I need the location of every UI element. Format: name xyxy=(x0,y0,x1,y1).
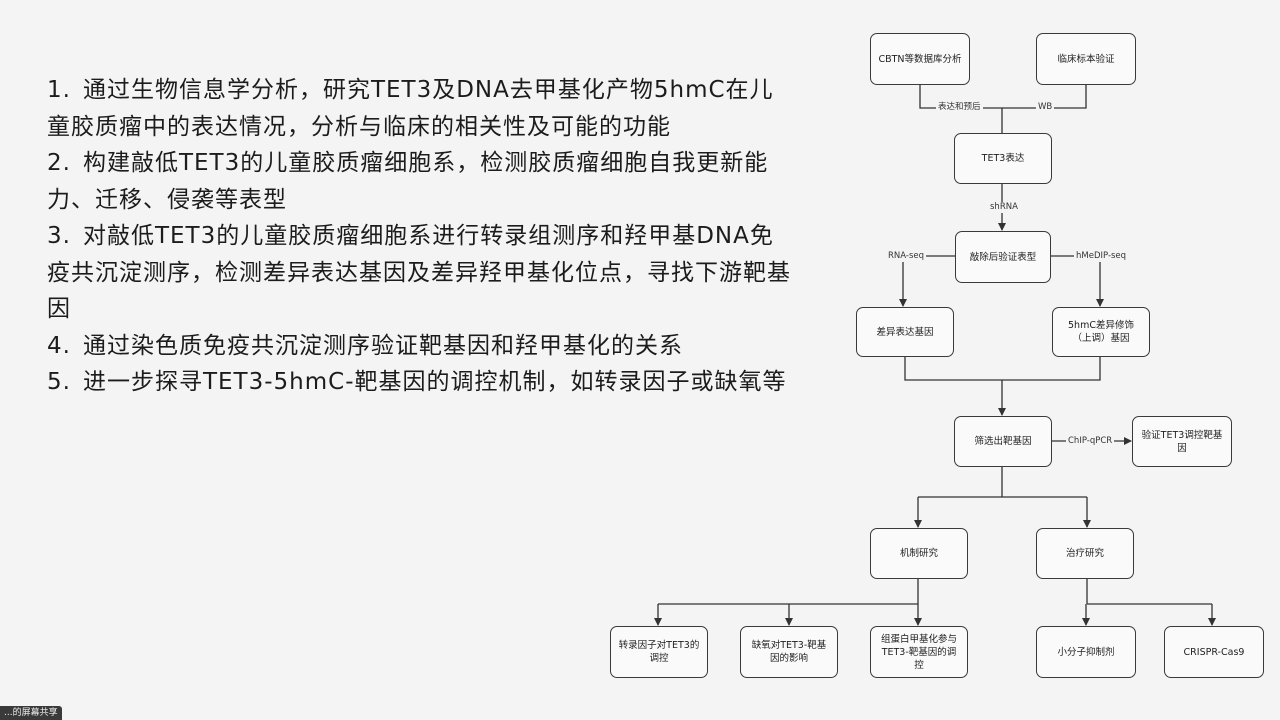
node-tet3-expression: TET3表达 xyxy=(954,133,1052,184)
plan-item-text: 对敲低TET3的儿童胶质瘤细胞系进行转录组测序和羟甲基DNA免疫共沉淀测序，检测… xyxy=(47,223,791,322)
plan-item-text: 构建敲低TET3的儿童胶质瘤细胞系，检测胶质瘤细胞自我更新能力、迁移、侵袭等表型 xyxy=(47,150,769,213)
node-small-molecule-inhibitor: 小分子抑制剂 xyxy=(1036,626,1136,678)
plan-item-number: 1 xyxy=(47,77,63,103)
node-cbtn-analysis: CBTN等数据库分析 xyxy=(870,33,970,85)
edge-label-wb: WB xyxy=(1036,102,1055,113)
plan-item-number: 3 xyxy=(47,223,63,249)
edge-label-chip-qpcr: ChIP-qPCR xyxy=(1066,436,1115,447)
node-clinical-validation: 临床标本验证 xyxy=(1036,33,1136,85)
edge-label-hmedip: hMeDIP-seq xyxy=(1074,251,1129,262)
node-knockdown-phenotype: 敲除后验证表型 xyxy=(955,231,1051,283)
plan-item-text: 进一步探寻TET3-5hmC-靶基因的调控机制，如转录因子或缺氧等 xyxy=(82,369,787,395)
plan-item-3: 3.对敲低TET3的儿童胶质瘤细胞系进行转录组测序和羟甲基DNA免疫共沉淀测序，… xyxy=(47,223,791,322)
node-crispr: CRISPR-Cas9 xyxy=(1164,626,1264,678)
screen-share-tag: ...的屏幕共享 xyxy=(0,706,62,720)
node-verify-tet3-regulation: 验证TET3调控靶基因 xyxy=(1132,416,1232,467)
plan-item-text: 通过生物信息学分析，研究TET3及DNA去甲基化产物5hmC在儿童胶质瘤中的表达… xyxy=(47,77,774,140)
plan-item-number: 2 xyxy=(47,150,63,176)
edge-label-expression-prognosis: 表达和预后 xyxy=(936,102,983,113)
edge-label-rnaseq: RNA-seq xyxy=(886,251,927,262)
plan-item-5: 5.进一步探寻TET3-5hmC-靶基因的调控机制，如转录因子或缺氧等 xyxy=(47,369,787,395)
edge-label-shrna: shRNA xyxy=(988,202,1020,213)
plan-item-number: 4 xyxy=(47,332,63,359)
node-screen-target-genes: 筛选出靶基因 xyxy=(954,416,1052,467)
plan-item-number: 5 xyxy=(47,369,63,395)
node-differential-genes: 差异表达基因 xyxy=(856,307,954,357)
node-transcription-factor: 转录因子对TET3的调控 xyxy=(610,626,708,678)
node-therapy-study: 治疗研究 xyxy=(1036,528,1134,579)
plan-item-text: 通过染色质免疫共沉淀测序验证靶基因和羟甲基化的关系 xyxy=(82,332,683,359)
plan-item-2: 2.构建敲低TET3的儿童胶质瘤细胞系，检测胶质瘤细胞自我更新能力、迁移、侵袭等… xyxy=(47,150,769,213)
plan-item-4: 4.通过染色质免疫共沉淀测序验证靶基因和羟甲基化的关系 xyxy=(47,332,683,359)
node-histone-methylation: 组蛋白甲基化参与TET3-靶基因的调控 xyxy=(870,626,968,678)
node-hypoxia-effect: 缺氧对TET3-靶基因的影响 xyxy=(740,626,838,678)
research-plan-list: 1.通过生物信息学分析，研究TET3及DNA去甲基化产物5hmC在儿童胶质瘤中的… xyxy=(47,72,797,401)
node-5hmc-modified-genes: 5hmC差异修饰（上调）基因 xyxy=(1052,307,1150,357)
plan-item-1: 1.通过生物信息学分析，研究TET3及DNA去甲基化产物5hmC在儿童胶质瘤中的… xyxy=(47,77,774,140)
node-mechanism-study: 机制研究 xyxy=(870,528,968,579)
